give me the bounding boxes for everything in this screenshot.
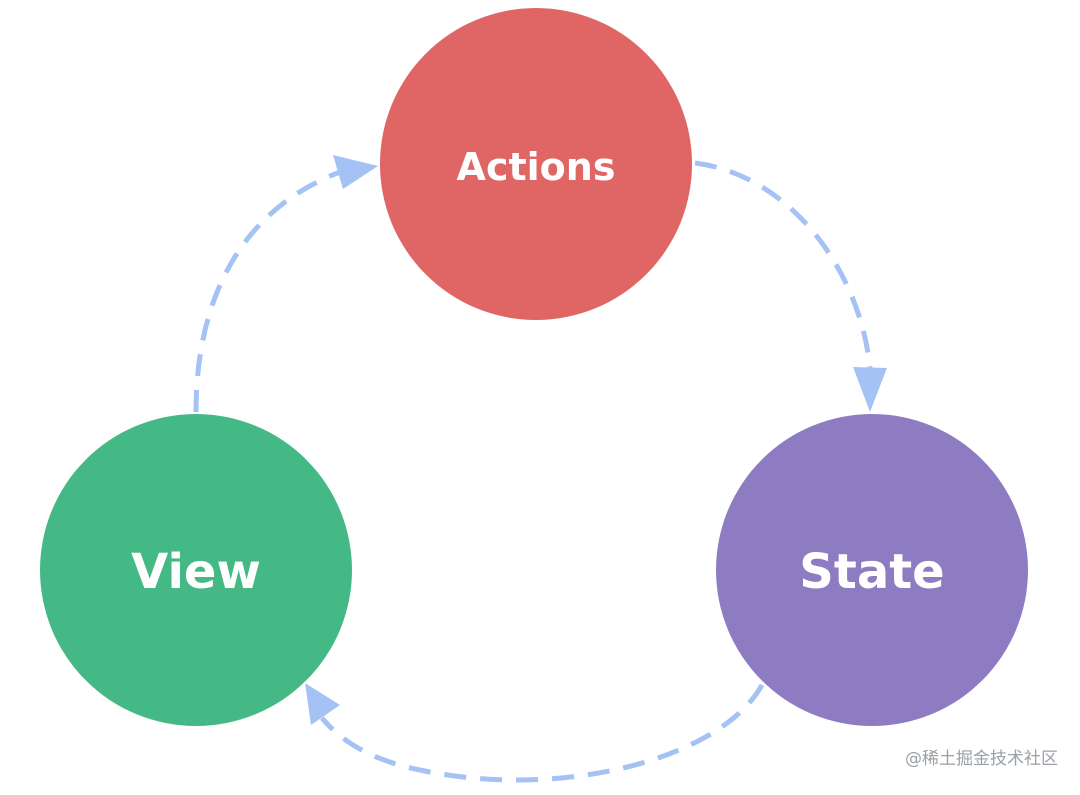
node-view-label: View — [131, 544, 261, 600]
node-actions: Actions — [380, 8, 692, 320]
node-actions-label: Actions — [457, 145, 616, 189]
edge-state-to-view — [320, 683, 765, 783]
node-view-circle — [40, 414, 352, 726]
node-actions-circle — [380, 8, 692, 320]
node-state-label: State — [799, 544, 944, 600]
node-view: View — [40, 414, 352, 726]
edge-actions-to-state — [694, 160, 873, 369]
watermark-text: @稀土掘金技术社区 — [905, 749, 1058, 769]
node-state-circle — [716, 414, 1028, 726]
arrowhead-to-state — [853, 367, 887, 412]
node-state: State — [716, 414, 1028, 726]
arrowhead-to-view — [305, 683, 340, 725]
edge-view-to-actions — [193, 169, 341, 413]
arrowhead-to-actions — [333, 155, 378, 189]
